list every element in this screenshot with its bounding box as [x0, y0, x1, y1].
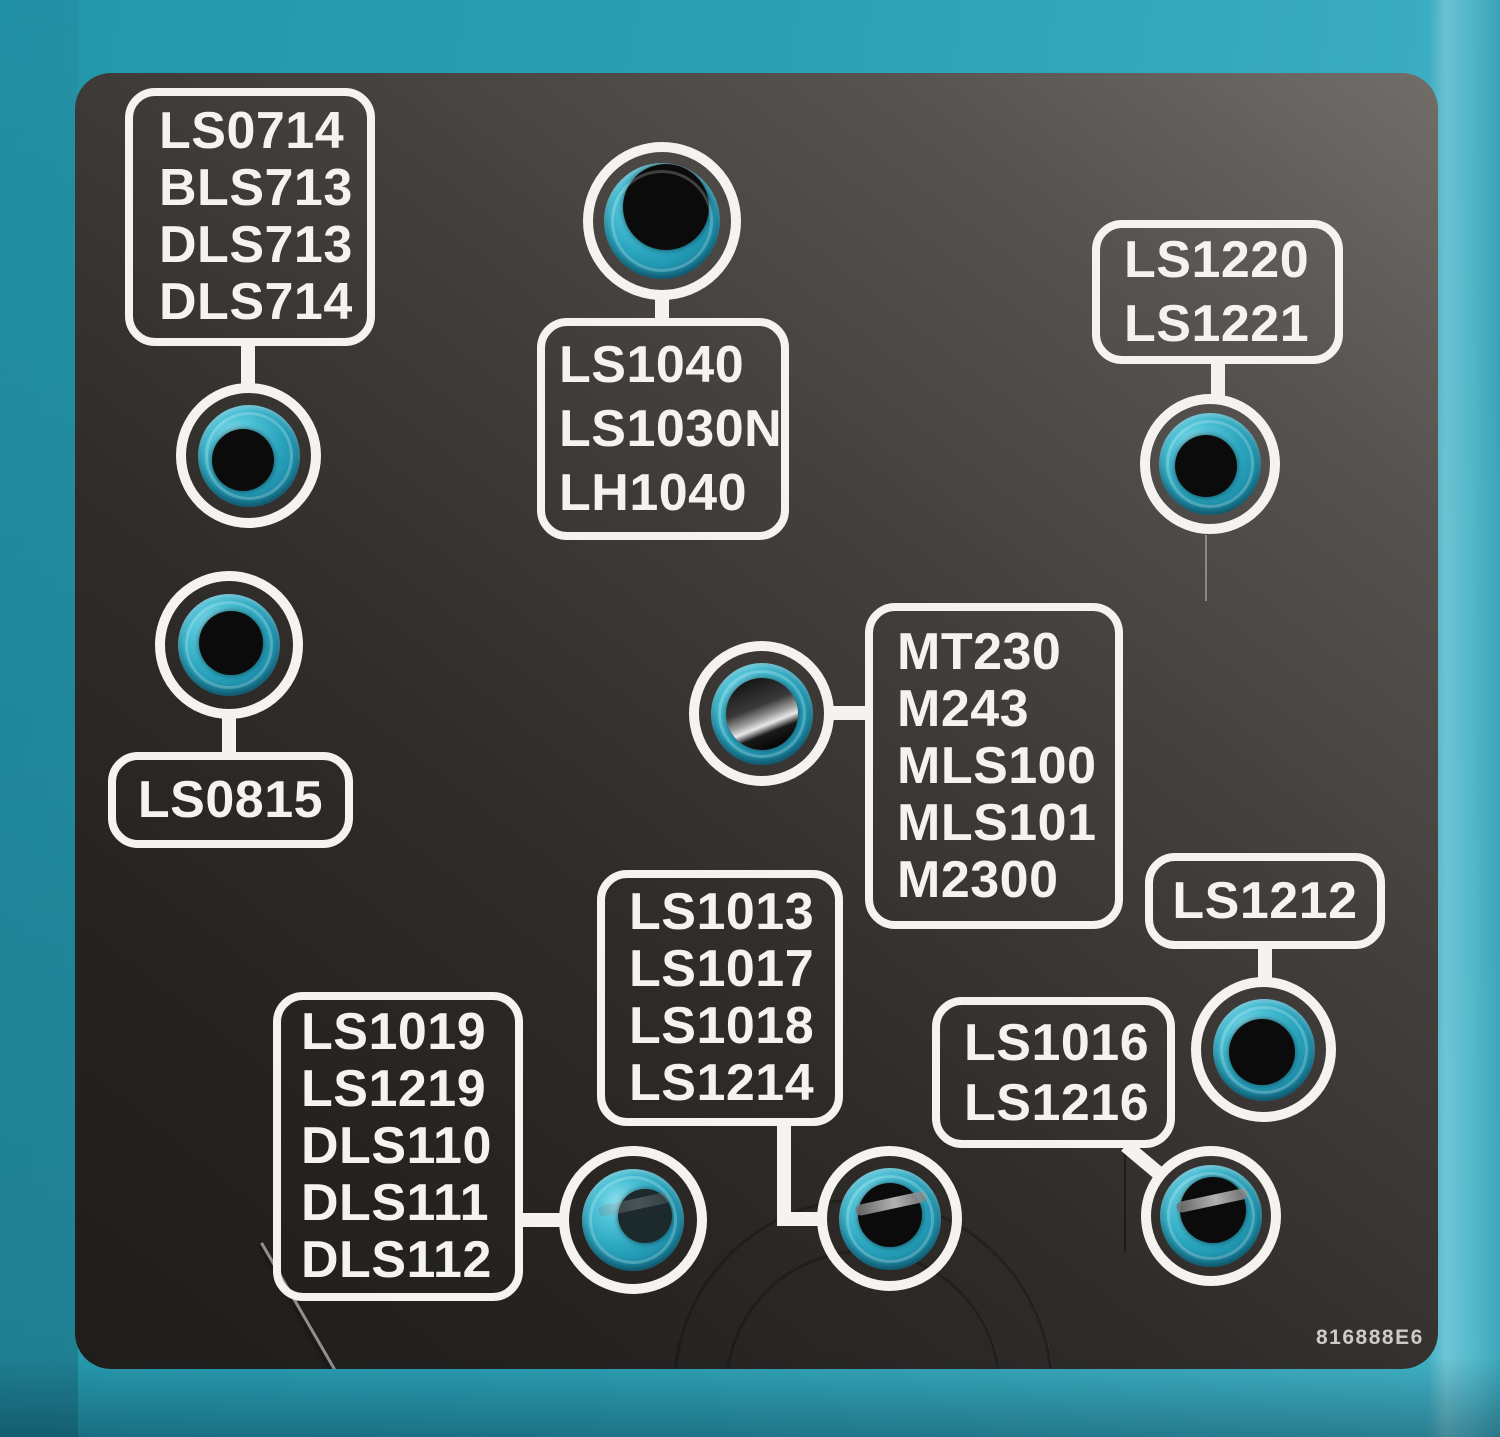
connector-line [655, 295, 669, 323]
hole-opening [857, 1182, 922, 1247]
connector-line [830, 706, 870, 720]
die-cut-hole-ls1016-group [1141, 1146, 1281, 1286]
model-number: LS1040 [559, 336, 745, 394]
model-number: LS1221 [1124, 295, 1310, 353]
hole-opening [618, 1189, 672, 1243]
connector-line [1258, 944, 1272, 980]
hole-opening [623, 164, 709, 250]
hole-inner-reflection [1175, 1187, 1249, 1214]
model-label-ls1040: LS1040 LS1030N LH1040 [537, 318, 789, 540]
hole-inner-reflection [854, 1190, 927, 1216]
die-cut-hole-ls0714-group [176, 383, 321, 528]
hole-opening [714, 666, 809, 761]
model-number: DLS112 [301, 1231, 492, 1289]
die-cut-hole-ls1019-group [559, 1146, 707, 1294]
hole-grommet [1212, 998, 1315, 1101]
hole-opening [1228, 1018, 1295, 1085]
model-label-ls1016: LS1016 LS1216 [932, 997, 1175, 1148]
hole-grommet [1160, 1165, 1262, 1267]
part-code: 816888E6 [1316, 1326, 1424, 1349]
model-number: LS0815 [137, 770, 324, 829]
model-number: LS1013 [629, 883, 815, 941]
model-label-ls0815: LS0815 [108, 752, 353, 848]
die-cut-hole-ls1220-group [1140, 394, 1280, 534]
hole-grommet [604, 163, 720, 279]
hole-grommet [1159, 413, 1261, 515]
model-label-ls1013: LS1013 LS1017 LS1018 LS1214 [597, 870, 843, 1126]
model-number: LS1212 [1172, 871, 1358, 930]
teal-highlight-right [1428, 0, 1500, 1437]
connector-line [1211, 360, 1225, 398]
model-number: MLS101 [897, 793, 1097, 852]
hole-opening [211, 428, 274, 491]
model-number: DLS714 [159, 273, 353, 331]
die-cut-hole-ls1212-group [1191, 977, 1336, 1122]
model-number: LS1018 [629, 997, 815, 1055]
connector-line [777, 1212, 823, 1226]
model-number: LS1216 [964, 1073, 1150, 1132]
hole-grommet [197, 404, 300, 507]
die-cut-hole-mt230-group [689, 641, 834, 786]
hole-opening [1180, 1177, 1246, 1243]
model-number: LH1040 [559, 464, 747, 522]
model-number: MT230 [897, 622, 1062, 681]
connector-line [777, 1122, 791, 1226]
connector-line [222, 716, 236, 756]
model-number: LS1030N [559, 400, 783, 458]
model-number: M2300 [897, 850, 1059, 909]
model-number: LS1016 [964, 1013, 1150, 1072]
die-cut-hole-ls1040-group [583, 142, 741, 300]
cardboard-crease [1124, 1152, 1126, 1252]
model-number: M243 [897, 679, 1030, 738]
model-label-ls0714: LS0714 BLS713 DLS713 DLS714 [125, 88, 375, 346]
model-number: LS0714 [159, 102, 345, 160]
model-number: LS1220 [1124, 231, 1310, 289]
model-label-mt230: MT230 M243 MLS100 MLS101 M2300 [865, 603, 1123, 929]
hole-grommet [582, 1169, 684, 1271]
model-label-ls1220: LS1220 LS1221 [1092, 220, 1343, 364]
model-number: LS1214 [629, 1054, 815, 1112]
model-label-ls1019: LS1019 LS1219 DLS110 DLS111 DLS112 [273, 992, 523, 1301]
hole-grommet [838, 1167, 941, 1270]
die-cut-hole-ls1013-group [817, 1146, 962, 1291]
model-number: DLS111 [301, 1174, 490, 1232]
model-number: MLS100 [897, 736, 1097, 795]
die-cut-hole-ls0815-group [155, 571, 303, 719]
connector-line [518, 1213, 563, 1227]
hole-grommet [710, 662, 813, 765]
model-number: DLS713 [159, 216, 353, 274]
teal-shadow-left [0, 0, 78, 1437]
hole-inner-reflection [597, 1191, 671, 1218]
model-number: LS1017 [629, 940, 815, 998]
model-number: DLS110 [301, 1117, 492, 1175]
hole-grommet [178, 594, 280, 696]
model-label-ls1212: LS1212 [1145, 853, 1385, 949]
connector-line [241, 341, 255, 387]
hole-opening [1175, 435, 1237, 497]
cardboard-crease [1205, 535, 1207, 601]
hole-opening [199, 611, 263, 675]
model-number: LS1019 [301, 1003, 487, 1061]
model-number: BLS713 [159, 159, 353, 217]
model-number: LS1219 [301, 1060, 487, 1118]
